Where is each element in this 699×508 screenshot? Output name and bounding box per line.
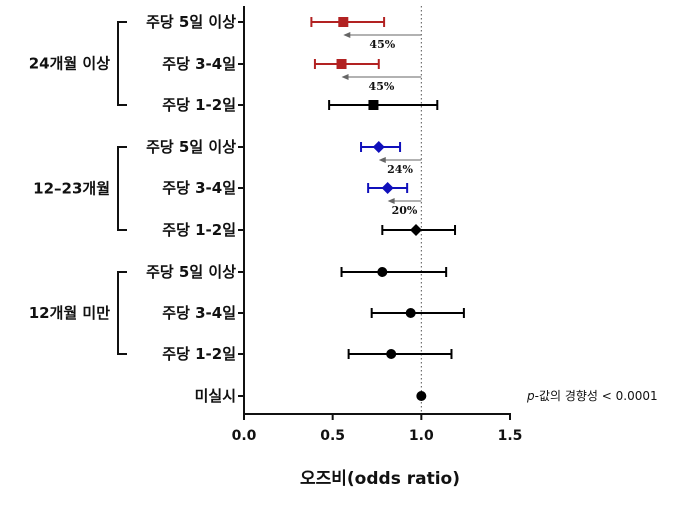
row-label: 주당 5일 이상	[146, 138, 236, 156]
point-marker-diamond	[372, 141, 385, 153]
reduction-label: 45%	[369, 38, 395, 51]
data-row: 주당 3-4일 45%	[162, 55, 422, 93]
x-tick-label: 0.0	[232, 428, 257, 444]
x-tick-label: 1.0	[409, 428, 434, 444]
group-brackets: 24개월 이상 12–23개월 12개월 미만	[29, 21, 127, 355]
point-marker-circle	[386, 349, 397, 359]
reduction-label: 45%	[369, 80, 395, 93]
reduction-label: 20%	[392, 204, 418, 217]
row-label: 주당 1-2일	[162, 96, 236, 114]
point-marker-diamond	[381, 182, 394, 194]
point-marker-square	[338, 17, 349, 27]
x-axis: 0.0 0.5 1.0 1.5	[232, 6, 523, 444]
row-label: 주당 3-4일	[162, 304, 236, 322]
trend-note-p: p	[526, 389, 535, 403]
group-bracket	[117, 271, 127, 355]
reduction-label: 24%	[387, 163, 413, 176]
row-label: 미실시	[195, 387, 236, 405]
data-row: 주당 5일 이상 45%	[146, 13, 422, 51]
point-marker-circle	[377, 267, 388, 277]
row-label: 주당 5일 이상	[146, 263, 236, 281]
group-label: 12개월 미만	[29, 304, 110, 322]
row-label: 주당 1-2일	[162, 221, 236, 239]
row-label: 주당 1-2일	[162, 345, 236, 363]
data-row: 주당 1-2일	[162, 345, 453, 363]
reduction-arrow-head	[341, 74, 349, 80]
row-label: 주당 3-4일	[162, 55, 236, 73]
x-tick-label: 1.5	[498, 428, 523, 444]
trend-note: p-값의 경향성 < 0.0001	[526, 389, 658, 403]
reference-row: 미실시	[195, 387, 427, 405]
group-bracket	[117, 21, 127, 106]
group-bracket	[117, 146, 127, 231]
point-marker-circle	[405, 308, 416, 318]
data-row: 주당 5일 이상	[146, 263, 448, 281]
row-label: 주당 3-4일	[162, 179, 236, 197]
point-marker-diamond	[410, 224, 423, 236]
group-label: 12–23개월	[33, 180, 110, 198]
trend-note-text: -값의 경향성 < 0.0001	[535, 389, 658, 403]
point-marker-square	[368, 100, 379, 110]
data-row: 주당 3-4일 20%	[162, 179, 422, 217]
reduction-arrow-head	[387, 198, 395, 204]
x-axis-title: 오즈비(odds ratio)	[300, 469, 460, 489]
reduction-arrow-head	[343, 32, 351, 38]
data-row: 주당 1-2일	[162, 221, 457, 239]
group-label: 24개월 이상	[29, 55, 110, 73]
point-marker-circle	[416, 391, 427, 401]
x-tick-label: 0.5	[320, 428, 345, 444]
data-row: 주당 3-4일	[162, 304, 465, 322]
data-row: 주당 1-2일	[162, 96, 439, 114]
reduction-arrow-head	[378, 157, 386, 163]
data-row: 주당 5일 이상 24%	[146, 138, 422, 176]
point-marker-square	[336, 59, 347, 69]
row-label: 주당 5일 이상	[146, 13, 236, 31]
